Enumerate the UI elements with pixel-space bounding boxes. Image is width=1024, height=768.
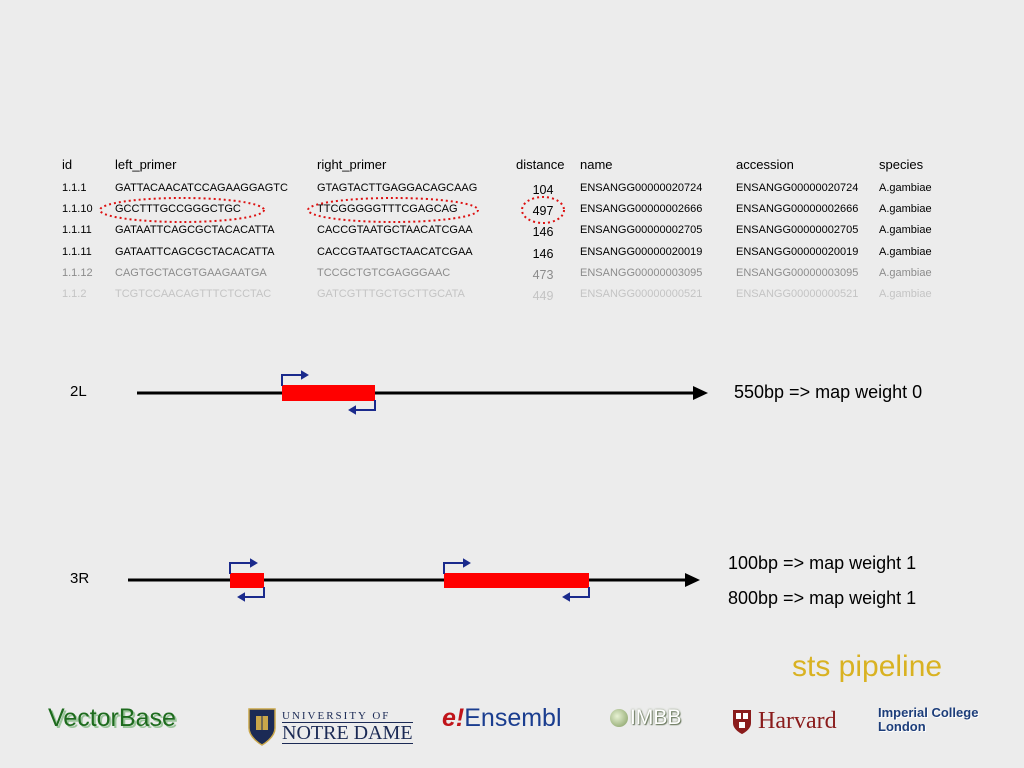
cell-name: ENSANGG00000002666 <box>580 203 703 216</box>
cell-accession: ENSANGG00000003095 <box>736 266 859 279</box>
header-species: species <box>879 157 924 172</box>
cell-species: A.gambiae <box>879 266 932 279</box>
header-right-primer: right_primer <box>317 157 387 172</box>
cell-name: ENSANGG00000003095 <box>580 266 703 279</box>
chromosome-label-2l: 2L <box>70 383 87 400</box>
notre-dame-bottom-text: NOTRE DAME <box>282 721 413 744</box>
cell-left-primer: CAGTGCTACGTGAAGAATGA <box>115 266 267 279</box>
cell-species: A.gambiae <box>879 182 932 194</box>
imperial-college-logo: Imperial College London <box>878 706 978 733</box>
harvard-shield-icon <box>733 709 751 734</box>
amplicon-3r-b <box>444 573 589 588</box>
chromosome-arrowhead-2l <box>693 386 708 400</box>
cell-accession: ENSANGG00000020019 <box>736 245 859 258</box>
cell-id: 1.1.11 <box>62 245 92 258</box>
cell-distance: 146 <box>532 225 554 240</box>
cell-right-primer: CACCGTAATGCTAACATCGAA <box>317 224 473 237</box>
vectorbase-logo: VectorBase <box>48 704 176 732</box>
cell-left-primer: GATAATTCAGCGCTACACATTA <box>115 245 275 258</box>
header-accession: accession <box>736 157 794 172</box>
imbb-globe-icon <box>610 709 628 727</box>
cell-distance: 104 <box>532 183 554 197</box>
map-weight-label-3r-a: 100bp => map weight 1 <box>728 553 917 573</box>
chromosome-label-3r: 3R <box>70 570 90 587</box>
cell-accession: ENSANGG00000002705 <box>736 224 859 237</box>
cell-accession: ENSANGG00000020724 <box>736 182 859 194</box>
cell-accession: ENSANGG00000000521 <box>736 288 859 300</box>
cell-name: ENSANGG00000020019 <box>580 245 703 258</box>
cell-species: A.gambiae <box>879 203 932 216</box>
cell-distance: 473 <box>532 267 554 282</box>
map-weight-label-2l: 550bp => map weight 0 <box>734 382 923 402</box>
cell-distance: 146 <box>532 246 554 261</box>
cell-left-primer: GATTACAACATCCAGAAGGAGTC <box>115 182 288 194</box>
chromosome-arrowhead-3r <box>685 573 700 587</box>
ensembl-prefix: e! <box>442 704 465 732</box>
cell-name: ENSANGG00000002705 <box>580 224 703 237</box>
amplicon-3r-a <box>230 573 264 588</box>
highlight-distance <box>521 196 565 224</box>
reverse-primer-arrow-2l <box>348 400 376 415</box>
notre-dame-logo: UNIVERSITY OF NOTRE DAME <box>248 706 413 748</box>
header-id: id <box>62 157 73 172</box>
map-weight-label-3r-b: 800bp => map weight 1 <box>728 588 917 608</box>
cell-name: ENSANGG00000000521 <box>580 288 703 300</box>
cell-left-primer: GCCTTTGCCGGGCTGC <box>115 203 241 216</box>
cell-id: 1.1.12 <box>62 266 93 279</box>
cell-name: ENSANGG00000020724 <box>580 182 703 194</box>
cell-right-primer: CACCGTAATGCTAACATCGAA <box>317 245 473 258</box>
cell-id: 1.1.1 <box>62 182 87 194</box>
imperial-line-2: London <box>878 718 926 734</box>
cell-left-primer: GATAATTCAGCGCTACACATTA <box>115 224 275 237</box>
ensembl-logo: e!Ensembl <box>442 704 562 733</box>
cell-id: 1.1.11 <box>62 224 92 237</box>
cell-right-primer: TTCGGGGGTTTCGAGCAG <box>317 203 458 216</box>
cell-left-primer: TCGTCCAACAGTTTCTCCTAC <box>115 288 272 300</box>
cell-right-primer: GTAGTACTTGAGGACAGCAAG <box>317 182 478 194</box>
harvard-text: Harvard <box>758 708 837 734</box>
imbb-logo: IMBB <box>610 706 681 730</box>
forward-primer-arrow-3r-b <box>443 558 471 574</box>
reverse-primer-arrow-3r-a <box>237 587 265 602</box>
ensembl-name: Ensembl <box>464 704 562 732</box>
cell-right-primer: GATCGTTTGCTGCTTGCATA <box>317 288 465 300</box>
reverse-primer-arrow-3r-b <box>562 587 590 602</box>
notre-dame-shield-icon <box>248 708 276 746</box>
slide-title: sts pipeline <box>792 650 943 683</box>
header-left-primer: left_primer <box>115 157 177 172</box>
harvard-logo: Harvard <box>732 708 837 735</box>
forward-primer-arrow-3r-a <box>229 558 258 574</box>
cell-id: 1.1.10 <box>62 203 93 216</box>
cell-id: 1.1.2 <box>62 288 87 300</box>
notre-dame-top-text: UNIVERSITY OF <box>282 709 391 722</box>
highlight-left-primer <box>99 197 265 223</box>
cell-distance: 449 <box>532 289 554 303</box>
imbb-text: IMBB <box>630 706 682 729</box>
cell-distance: 497 <box>532 204 554 219</box>
cell-species: A.gambiae <box>879 245 932 258</box>
forward-primer-arrow-2l <box>281 370 309 386</box>
cell-species: A.gambiae <box>879 224 932 237</box>
header-name: name <box>580 157 613 172</box>
amplicon-2l <box>282 385 375 401</box>
cell-species: A.gambiae <box>879 288 932 300</box>
highlight-right-primer <box>307 197 479 223</box>
imperial-line-1: Imperial College <box>878 705 979 720</box>
cell-right-primer: TCCGCTGTCGAGGGAAC <box>317 266 451 279</box>
cell-accession: ENSANGG00000002666 <box>736 203 859 216</box>
header-distance: distance <box>516 157 565 172</box>
